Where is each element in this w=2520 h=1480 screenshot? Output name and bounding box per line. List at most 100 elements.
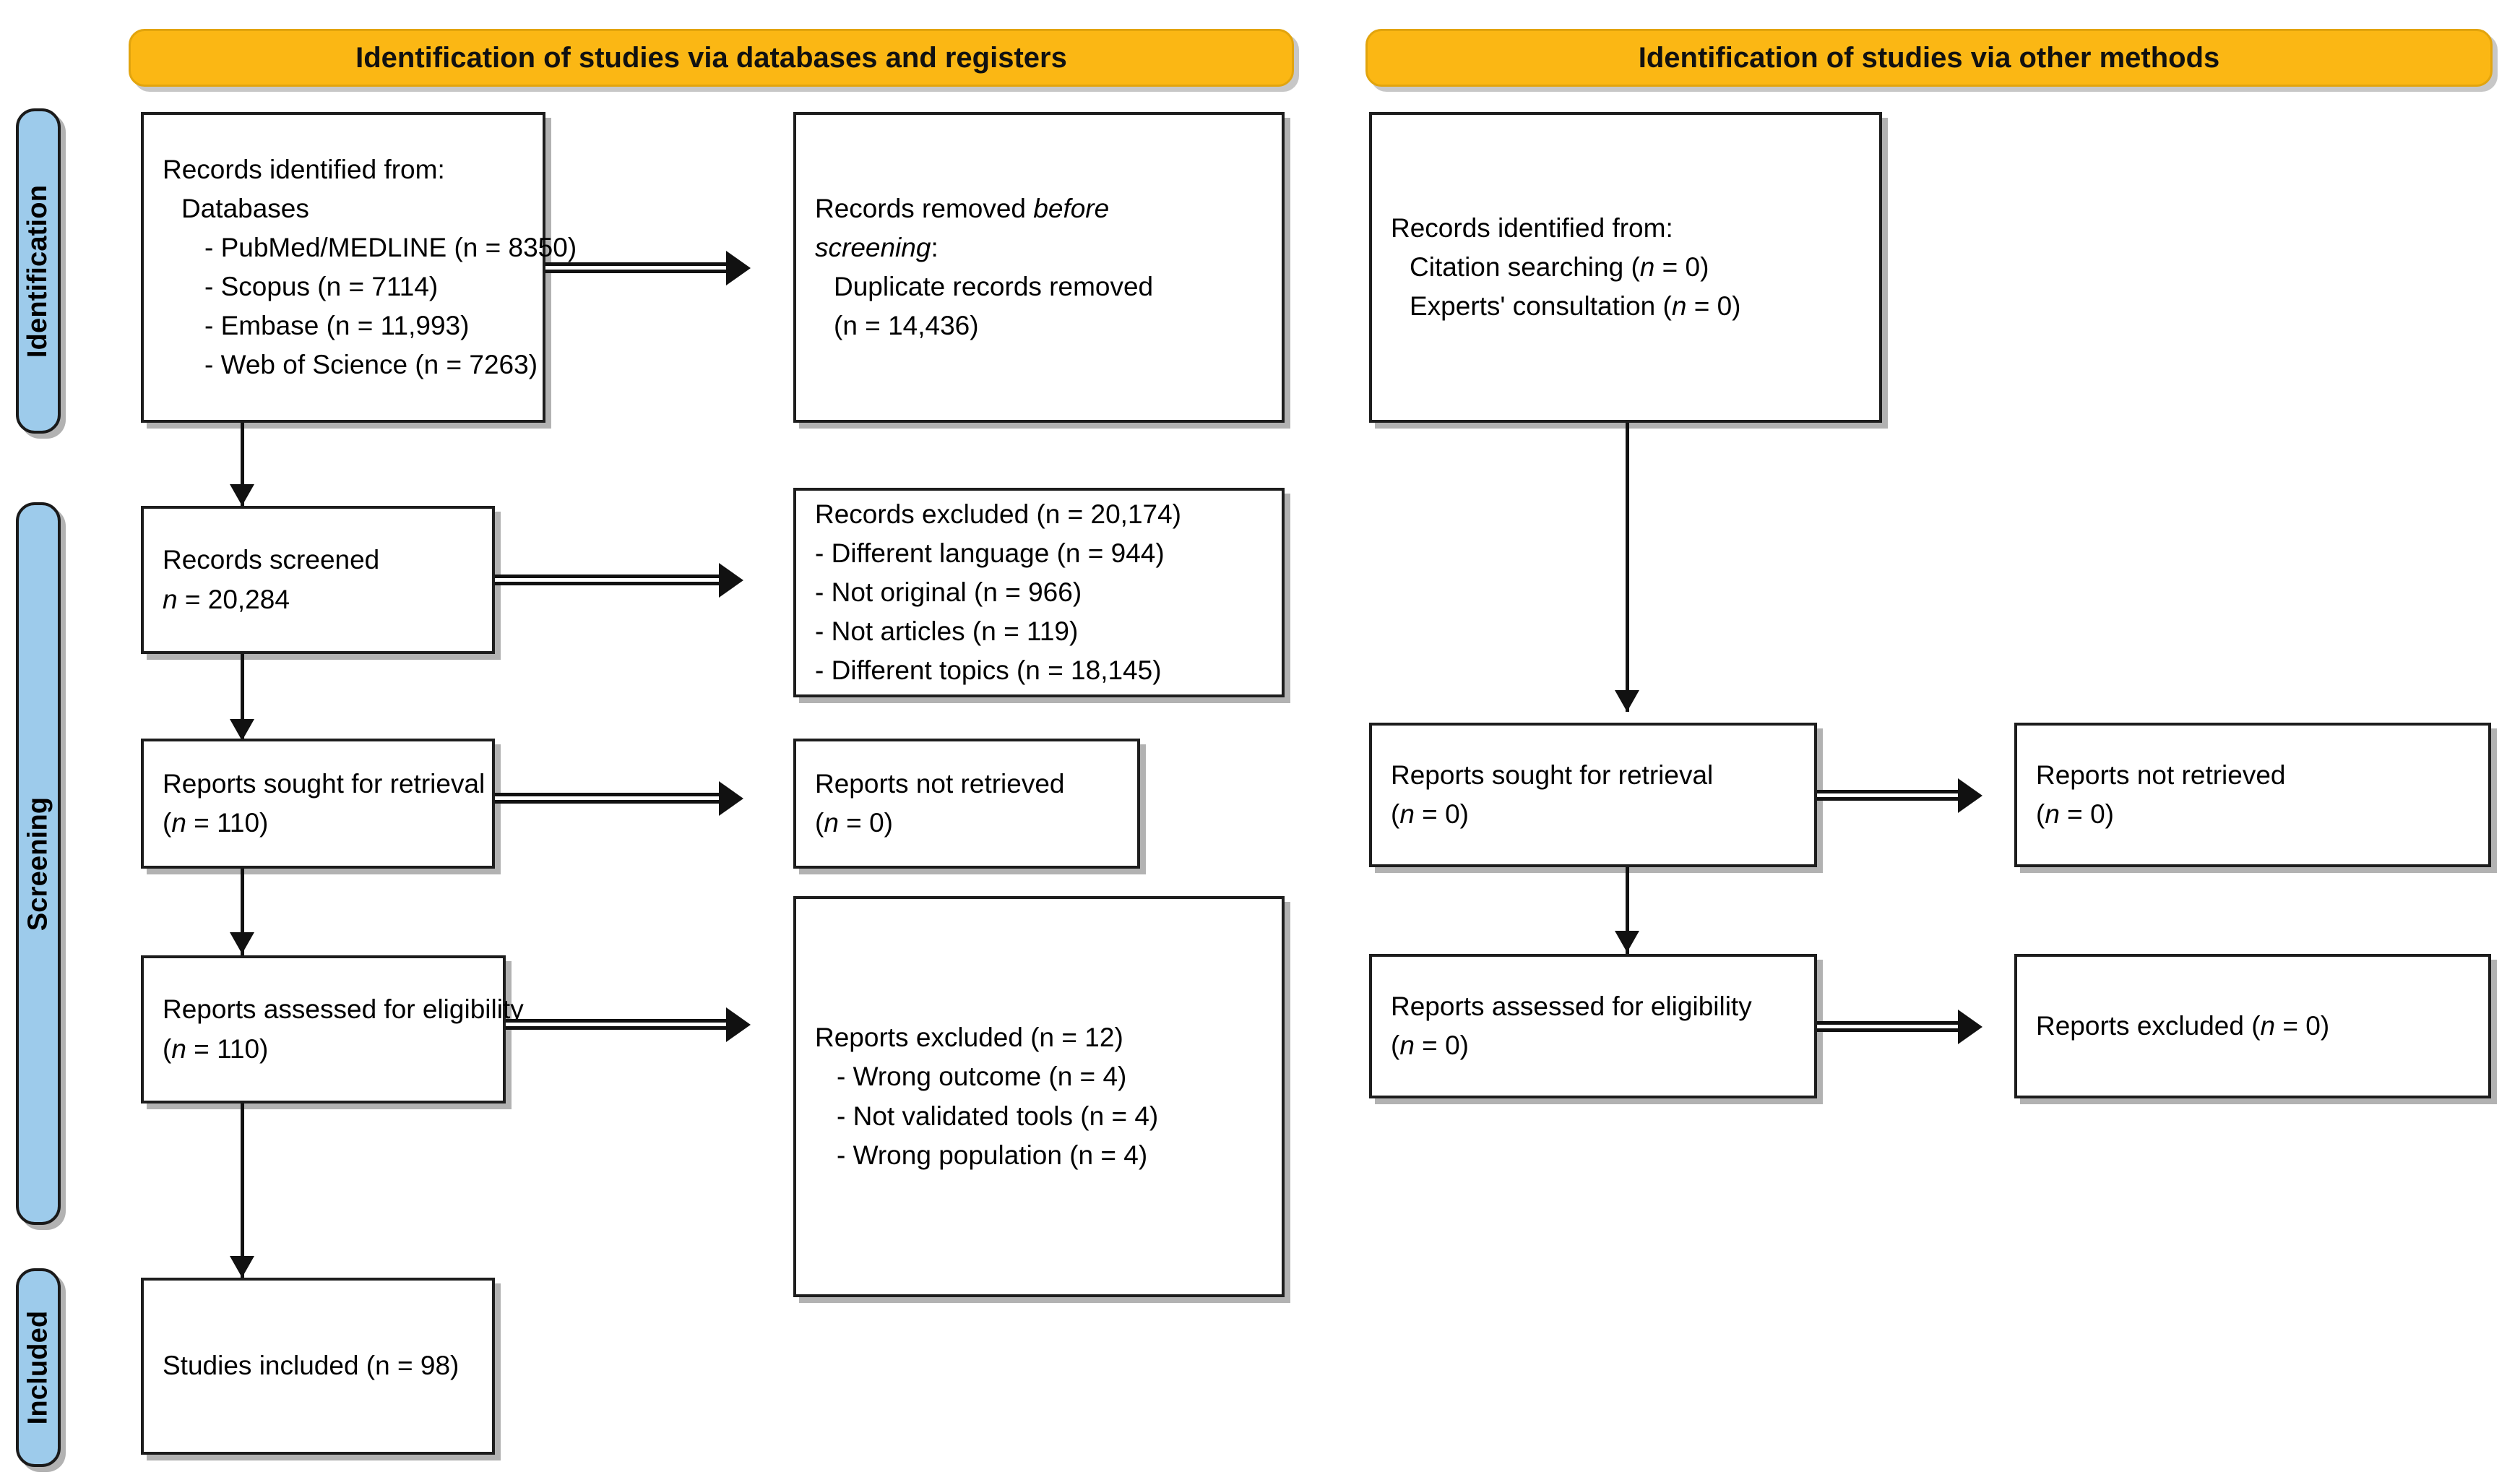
- records-screened-line2: n = 20,284: [163, 584, 290, 614]
- records-excluded-item-2: - Not articles (n = 119): [815, 616, 1079, 646]
- box-studies-included: Studies included (n = 98): [141, 1278, 495, 1455]
- reports-sought-db-line1: Reports sought for retrieval: [163, 768, 486, 799]
- box-records-identified-databases: Records identified from: Databases - Pub…: [141, 112, 577, 423]
- box-records-screened-body: Records screened n = 20,284: [144, 541, 492, 619]
- box-records-identified-other-methods-body: Records identified from: Citation search…: [1372, 209, 1879, 326]
- arrowhead-sought-to-not-retrieved-other: [1958, 778, 1982, 813]
- arrowhead-sought-to-not-retrieved-db: [719, 781, 743, 816]
- arrowhead-screened-to-excluded: [719, 563, 743, 598]
- box-reports-sought-other-methods-body: Reports sought for retrieval (n = 0): [1372, 756, 1814, 834]
- records-identified-item-0: - PubMed/MEDLINE (n = 8350): [204, 232, 577, 262]
- phase-tab-screening-label: Screening: [22, 796, 53, 931]
- reports-excluded-db-item-0: - Wrong outcome (n = 4): [837, 1062, 1127, 1092]
- records-removed-line1: Records removed before: [815, 193, 1110, 223]
- arrowhead-assessed-to-included: [230, 1256, 254, 1278]
- box-reports-excluded-other-methods: Reports excluded (n = 0): [2014, 954, 2491, 1098]
- arrowhead-sought-to-assessed-other: [1615, 931, 1639, 952]
- box-reports-assessed-databases-body: Reports assessed for eligibility (n = 11…: [144, 990, 524, 1068]
- box-reports-assessed-other-methods-body: Reports assessed for eligibility (n = 0): [1372, 987, 1814, 1065]
- box-records-removed-before-screening: Records removed before screening: Duplic…: [793, 112, 1285, 423]
- phase-tab-identification: Identification: [16, 108, 61, 434]
- reports-excluded-other-line1: Reports excluded (n = 0): [2036, 1010, 2330, 1041]
- reports-sought-other-line1: Reports sought for retrieval: [1391, 760, 1714, 790]
- reports-sought-db-line2: (n = 110): [163, 808, 269, 838]
- records-removed-line2: screening:: [815, 232, 938, 262]
- connector-assessed-to-included: [241, 1103, 244, 1281]
- records-identified-line2: Databases: [181, 193, 309, 223]
- banner-databases-registers-label: Identification of studies via databases …: [355, 41, 1067, 74]
- reports-not-retrieved-db-line1: Reports not retrieved: [815, 768, 1065, 799]
- connector-sought-to-not-retrieved-db: [495, 793, 719, 804]
- banner-other-methods: Identification of studies via other meth…: [1365, 29, 2493, 87]
- records-identified-other-line3: Experts' consultation (n = 0): [1410, 291, 1741, 321]
- reports-excluded-db-item-2: - Wrong population (n = 4): [837, 1140, 1148, 1170]
- box-reports-excluded-databases-body: Reports excluded (n = 12) - Wrong outcom…: [796, 1018, 1282, 1174]
- connector-assessed-to-excluded-other: [1817, 1021, 1958, 1032]
- records-identified-item-2: - Embase (n = 11,993): [204, 311, 470, 341]
- connector-assessed-to-excluded-db: [506, 1019, 726, 1030]
- connector-sought-to-assessed-other: [1626, 867, 1629, 954]
- box-studies-included-body: Studies included (n = 98): [144, 1346, 492, 1385]
- connector-identified-to-removed: [545, 262, 726, 273]
- box-reports-not-retrieved-other-methods-body: Reports not retrieved (n = 0): [2017, 756, 2488, 834]
- reports-assessed-db-line1: Reports assessed for eligibility: [163, 994, 524, 1025]
- box-reports-excluded-other-methods-body: Reports excluded (n = 0): [2017, 1007, 2488, 1046]
- banner-databases-registers: Identification of studies via databases …: [129, 29, 1294, 87]
- phase-tab-included-label: Included: [22, 1310, 53, 1425]
- records-excluded-item-3: - Different topics (n = 18,145): [815, 655, 1162, 686]
- arrowhead-identified-to-screened: [230, 484, 254, 506]
- box-records-excluded-body: Records excluded (n = 20,174) - Differen…: [796, 495, 1282, 690]
- records-excluded-line1: Records excluded (n = 20,174): [815, 499, 1181, 529]
- reports-excluded-db-line1: Reports excluded (n = 12): [815, 1023, 1123, 1053]
- reports-assessed-other-line2: (n = 0): [1391, 1031, 1469, 1060]
- arrowhead-identified-to-removed: [726, 251, 751, 285]
- reports-not-retrieved-db-line2: (n = 0): [815, 808, 893, 838]
- box-reports-assessed-databases: Reports assessed for eligibility (n = 11…: [141, 955, 524, 1103]
- studies-included-line1: Studies included (n = 98): [163, 1351, 459, 1381]
- reports-assessed-other-line1: Reports assessed for eligibility: [1391, 991, 1752, 1021]
- connector-sought-to-assessed-db: [241, 869, 244, 955]
- arrowhead-assessed-to-excluded-other: [1958, 1010, 1982, 1044]
- box-records-excluded: Records excluded (n = 20,174) - Differen…: [793, 488, 1285, 697]
- records-excluded-item-0: - Different language (n = 944): [815, 538, 1165, 568]
- arrowhead-assessed-to-excluded-db: [726, 1007, 751, 1042]
- banner-other-methods-label: Identification of studies via other meth…: [1638, 41, 2220, 74]
- reports-not-retrieved-other-line2: (n = 0): [2036, 799, 2114, 829]
- connector-screened-to-excluded: [495, 575, 719, 585]
- arrowhead-screened-to-sought: [230, 719, 254, 741]
- box-records-screened: Records screened n = 20,284: [141, 506, 495, 654]
- records-identified-item-1: - Scopus (n = 7114): [204, 272, 439, 301]
- records-removed-line3: Duplicate records removed: [834, 272, 1154, 301]
- box-reports-not-retrieved-databases: Reports not retrieved (n = 0): [793, 739, 1140, 869]
- phase-tab-screening: Screening: [16, 502, 61, 1225]
- box-reports-not-retrieved-databases-body: Reports not retrieved (n = 0): [796, 765, 1137, 843]
- box-records-removed-body: Records removed before screening: Duplic…: [796, 189, 1282, 345]
- box-records-identified-databases-body: Records identified from: Databases - Pub…: [144, 150, 577, 384]
- box-reports-sought-databases: Reports sought for retrieval (n = 110): [141, 739, 495, 869]
- arrowhead-sought-to-assessed-db: [230, 932, 254, 954]
- reports-assessed-db-line2: (n = 110): [163, 1033, 269, 1064]
- reports-sought-other-line2: (n = 0): [1391, 799, 1469, 829]
- reports-not-retrieved-other-line1: Reports not retrieved: [2036, 760, 2286, 790]
- records-identified-other-line1: Records identified from:: [1391, 212, 1673, 243]
- records-excluded-item-1: - Not original (n = 966): [815, 577, 1082, 607]
- records-identified-other-line2: Citation searching (n = 0): [1410, 251, 1709, 282]
- records-identified-item-3: - Web of Science (n = 7263): [204, 350, 538, 380]
- records-screened-line1: Records screened: [163, 545, 380, 575]
- connector-identified-to-screened: [241, 423, 244, 506]
- box-reports-assessed-other-methods: Reports assessed for eligibility (n = 0): [1369, 954, 1817, 1098]
- reports-excluded-db-item-1: - Not validated tools (n = 4): [837, 1101, 1159, 1131]
- box-reports-excluded-databases: Reports excluded (n = 12) - Wrong outcom…: [793, 896, 1285, 1297]
- box-reports-sought-databases-body: Reports sought for retrieval (n = 110): [144, 765, 492, 843]
- phase-tab-included: Included: [16, 1268, 61, 1467]
- records-identified-line1: Records identified from:: [163, 154, 445, 184]
- connector-sought-to-not-retrieved-other: [1817, 790, 1958, 801]
- arrowhead-identified-other-to-sought: [1615, 690, 1639, 712]
- records-removed-line4: (n = 14,436): [834, 311, 979, 341]
- box-records-identified-other-methods: Records identified from: Citation search…: [1369, 112, 1882, 423]
- box-reports-sought-other-methods: Reports sought for retrieval (n = 0): [1369, 723, 1817, 867]
- phase-tab-identification-label: Identification: [22, 184, 53, 358]
- connector-screened-to-sought: [241, 654, 244, 741]
- box-reports-not-retrieved-other-methods: Reports not retrieved (n = 0): [2014, 723, 2491, 867]
